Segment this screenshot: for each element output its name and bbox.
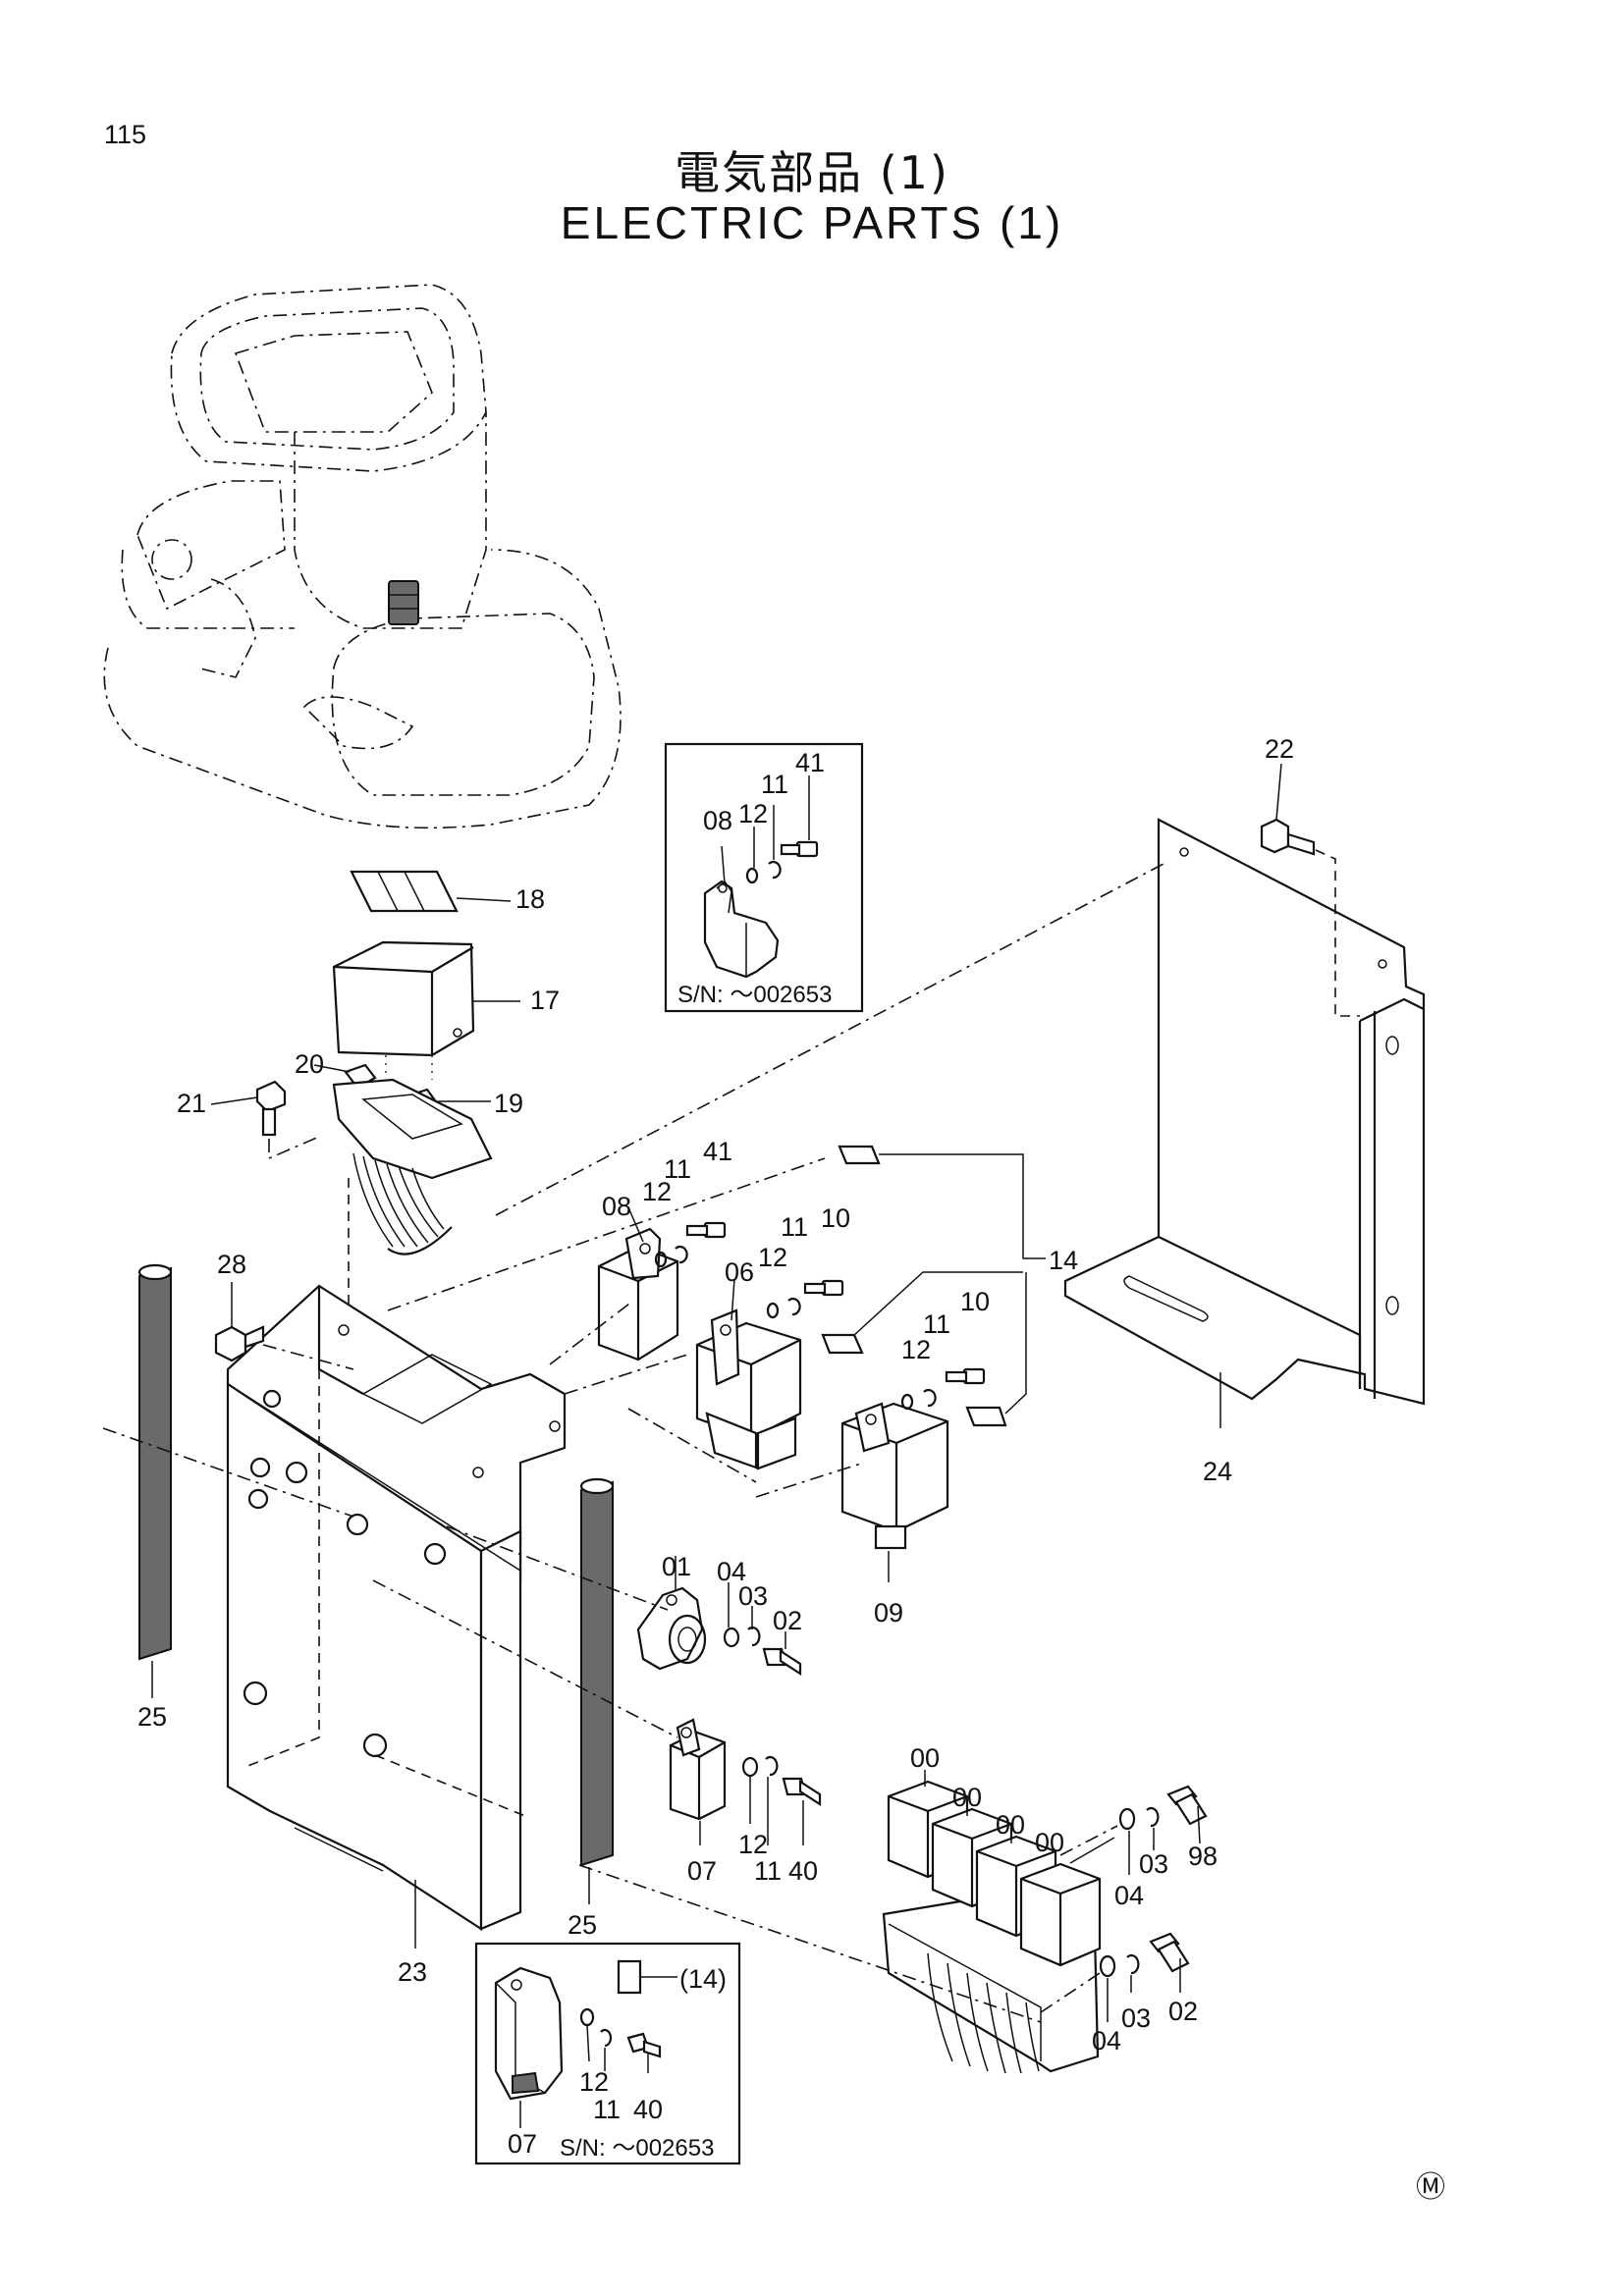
callout-00-2: 00 bbox=[952, 1783, 982, 1812]
serial-inset-box-bottom bbox=[474, 1942, 741, 2165]
part-07-relay bbox=[669, 1718, 727, 1845]
callout-19: 19 bbox=[494, 1089, 523, 1118]
callout-00-4: 00 bbox=[1035, 1828, 1064, 1857]
part-06-relay bbox=[695, 1278, 844, 1470]
callout-06: 06 bbox=[725, 1257, 754, 1287]
callout-24: 24 bbox=[1203, 1457, 1232, 1486]
callout-11-c: 11 bbox=[923, 1309, 950, 1339]
callout-11-b: 11 bbox=[781, 1212, 808, 1242]
callout-41-top: 41 bbox=[795, 748, 825, 777]
callout-21: 21 bbox=[177, 1089, 206, 1118]
serial-note-top: S/N: ～002653 bbox=[677, 982, 832, 1008]
callout-03-c: 03 bbox=[1121, 2003, 1151, 2033]
callout-02-a: 02 bbox=[773, 1606, 802, 1635]
callout-01: 01 bbox=[662, 1552, 691, 1581]
callout-11-a: 11 bbox=[664, 1154, 691, 1184]
part-18-label-plate bbox=[350, 870, 512, 913]
callout-08: 08 bbox=[602, 1192, 631, 1221]
callout-12-e: 12 bbox=[579, 2067, 609, 2097]
fuse-box-base-harness bbox=[332, 1078, 493, 1394]
part-14-labels bbox=[821, 1145, 1046, 1427]
callout-07: 07 bbox=[687, 1856, 717, 1886]
part-21-bolt bbox=[210, 1080, 320, 1160]
callout-12-b: 12 bbox=[758, 1243, 787, 1272]
page-number: 115 bbox=[104, 120, 147, 149]
part-08-relay bbox=[597, 1206, 727, 1362]
part-25-seal-strips bbox=[137, 1263, 615, 1904]
fastener-set-07 bbox=[741, 1755, 822, 1845]
callout-25-right: 25 bbox=[568, 1910, 597, 1940]
fastener-set-01 bbox=[723, 1582, 802, 1677]
callout-04-b: 04 bbox=[1114, 1881, 1144, 1910]
callout-03-a: 03 bbox=[738, 1581, 768, 1611]
callout-20: 20 bbox=[295, 1049, 324, 1079]
page-title-japanese: 電気部品 (1) bbox=[675, 146, 949, 199]
callout-10-a: 10 bbox=[821, 1203, 850, 1233]
callout-25-left: 25 bbox=[137, 1702, 167, 1732]
callout-28: 28 bbox=[217, 1250, 246, 1279]
callout-08-top: 08 bbox=[703, 806, 732, 835]
part-17-fuse-box-cover bbox=[332, 940, 520, 1080]
callout-00-1: 00 bbox=[910, 1743, 940, 1773]
callout-14-ref: (14) bbox=[679, 1964, 727, 1994]
callout-11-top: 11 bbox=[761, 770, 788, 799]
callout-11-e: 11 bbox=[593, 2095, 621, 2124]
callout-23: 23 bbox=[398, 1957, 427, 1987]
page-title-english: ELECTRIC PARTS (1) bbox=[560, 197, 1064, 248]
callout-12-d: 12 bbox=[738, 1830, 768, 1859]
callout-12-top: 12 bbox=[738, 799, 768, 828]
m-mark: Ⓜ bbox=[1416, 2171, 1445, 2204]
callout-98: 98 bbox=[1188, 1842, 1218, 1871]
serial-note-bottom: S/N: ～002653 bbox=[560, 2135, 714, 2162]
callout-41: 41 bbox=[703, 1137, 732, 1166]
callout-02-b: 02 bbox=[1168, 1997, 1198, 2026]
callout-22: 22 bbox=[1265, 734, 1294, 764]
callout-18: 18 bbox=[515, 884, 545, 914]
callout-10-b: 10 bbox=[960, 1287, 990, 1316]
callout-12-c: 12 bbox=[901, 1335, 931, 1364]
callout-00-3: 00 bbox=[996, 1810, 1025, 1840]
callout-40-a: 40 bbox=[788, 1856, 818, 1886]
part-28-bolt bbox=[214, 1282, 265, 1362]
part-09-relay bbox=[840, 1367, 986, 1582]
fastener-set-02-right bbox=[1099, 1932, 1190, 2022]
callout-03-b: 03 bbox=[1139, 1849, 1168, 1879]
callout-labels: 18 17 20 19 21 41 11 12 08 S/N: ～002653 … bbox=[137, 734, 1294, 2162]
callout-04-c: 04 bbox=[1092, 2026, 1121, 2056]
callout-04-a: 04 bbox=[717, 1557, 746, 1586]
callout-40-b: 40 bbox=[633, 2095, 663, 2124]
callout-17: 17 bbox=[530, 986, 560, 1015]
part-23-controller-box bbox=[226, 1284, 567, 1949]
callout-07-inset: 07 bbox=[508, 2129, 537, 2159]
part-22-bolt bbox=[1260, 763, 1360, 1017]
callout-14: 14 bbox=[1049, 1246, 1078, 1275]
part-24-bracket bbox=[1063, 818, 1426, 1428]
assembly-centerlines bbox=[102, 863, 1164, 2023]
callout-09: 09 bbox=[874, 1598, 903, 1628]
callout-12-a: 12 bbox=[642, 1177, 672, 1206]
callout-11-d: 11 bbox=[754, 1856, 782, 1886]
operator-seat-outline bbox=[103, 284, 622, 829]
relay-cube-4 bbox=[1019, 1862, 1102, 1967]
fastener-set-98 bbox=[1118, 1785, 1208, 1875]
serial-inset-box-top bbox=[664, 742, 864, 1013]
part-01-buzzer bbox=[636, 1556, 707, 1671]
part-00-relay-bank bbox=[882, 1770, 1115, 2074]
controller-nuts bbox=[243, 1389, 447, 1758]
